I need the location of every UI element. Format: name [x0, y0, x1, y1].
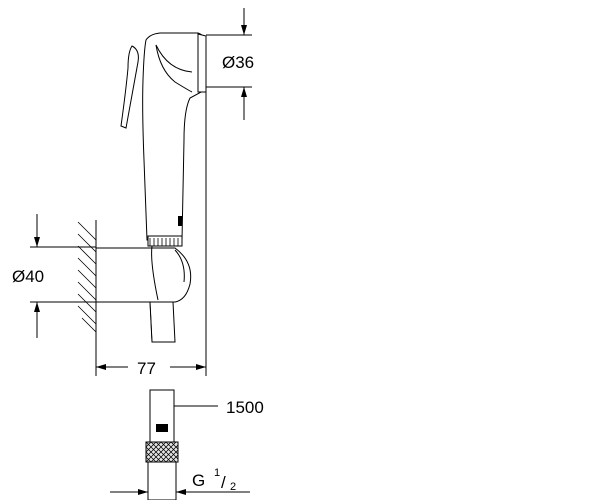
dimension-projection: 77 — [95, 92, 207, 378]
wall-hatching — [77, 220, 97, 333]
thread-size-label-denominator: 2 — [230, 481, 236, 493]
hose-length-label: 1500 — [226, 398, 264, 417]
holder-diameter-label: Ø40 — [12, 267, 44, 286]
projection-label: 77 — [137, 359, 156, 378]
hose-detail: 1500 G 1 / 2 — [110, 389, 264, 500]
thread-size-label-numerator: 1 — [214, 467, 220, 479]
dimension-head-diameter: Ø36 — [206, 8, 254, 120]
spray-head — [120, 32, 207, 247]
knurl-pattern — [145, 441, 179, 463]
thread-size-slash: / — [221, 473, 226, 492]
head-diameter-label: Ø36 — [222, 53, 254, 72]
dimension-holder-diameter: Ø40 — [12, 214, 96, 338]
thread-size-label-prefix: G — [192, 471, 205, 490]
wall-holder — [95, 245, 192, 343]
